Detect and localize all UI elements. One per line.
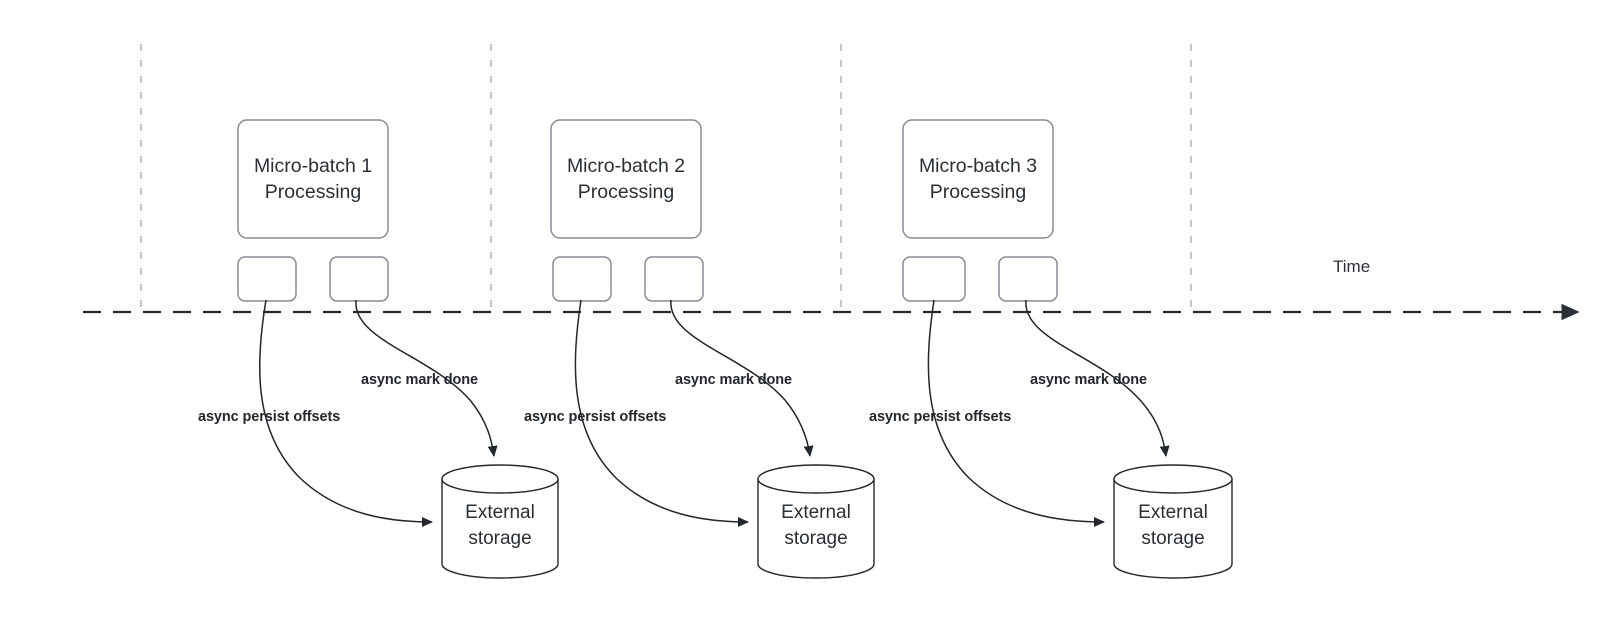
label-async-persist-offsets-1: async persist offsets bbox=[198, 409, 341, 425]
microbatch-box-1[interactable] bbox=[237, 119, 389, 239]
external-storage-body-3 bbox=[1113, 478, 1233, 579]
microbatch-label-2: Micro-batch 2 Processing bbox=[566, 155, 686, 203]
edge-async-mark-done-1 bbox=[355, 299, 498, 457]
edge-async-persist-offsets-2 bbox=[574, 299, 749, 527]
shapes-layer bbox=[237, 119, 1233, 579]
edge-async-persist-offsets-1 bbox=[258, 299, 433, 527]
label-async-persist-offsets-3: async persist offsets bbox=[869, 409, 1012, 425]
external-storage-body-1 bbox=[441, 478, 559, 579]
edges-layer bbox=[258, 299, 1170, 527]
task-box-3b[interactable] bbox=[998, 256, 1058, 302]
external-storage-top-1[interactable] bbox=[441, 464, 559, 494]
task-box-3a[interactable] bbox=[902, 256, 966, 302]
external-storage-body-2 bbox=[757, 478, 875, 579]
microbatch-label-1: Micro-batch 1 Processing bbox=[253, 155, 373, 203]
external-storage-label-3: External storage bbox=[1138, 501, 1208, 549]
edge-async-mark-done-3 bbox=[1025, 299, 1170, 457]
timeline-axis-label: Time bbox=[1333, 257, 1371, 276]
edge-async-persist-offsets-3 bbox=[927, 299, 1105, 527]
edge-async-mark-done-2 bbox=[670, 299, 814, 457]
label-async-mark-done-3: async mark done bbox=[1030, 372, 1147, 388]
label-async-mark-done-2: async mark done bbox=[675, 372, 792, 388]
external-storage-label-1: External storage bbox=[465, 501, 535, 549]
external-storage-top-2[interactable] bbox=[757, 464, 875, 494]
external-storage-label-2: External storage bbox=[781, 501, 851, 549]
microbatch-box-2[interactable] bbox=[550, 119, 702, 239]
task-box-1a[interactable] bbox=[237, 256, 297, 302]
label-async-persist-offsets-2: async persist offsets bbox=[524, 409, 667, 425]
microbatch-label-3: Micro-batch 3 Processing bbox=[918, 155, 1038, 203]
microbatch-box-3[interactable] bbox=[902, 119, 1054, 239]
task-box-2a[interactable] bbox=[552, 256, 612, 302]
task-box-2b[interactable] bbox=[644, 256, 704, 302]
label-async-mark-done-1: async mark done bbox=[361, 372, 478, 388]
task-box-1b[interactable] bbox=[329, 256, 389, 302]
external-storage-top-3[interactable] bbox=[1113, 464, 1233, 494]
guide-lines-layer bbox=[140, 44, 1192, 312]
